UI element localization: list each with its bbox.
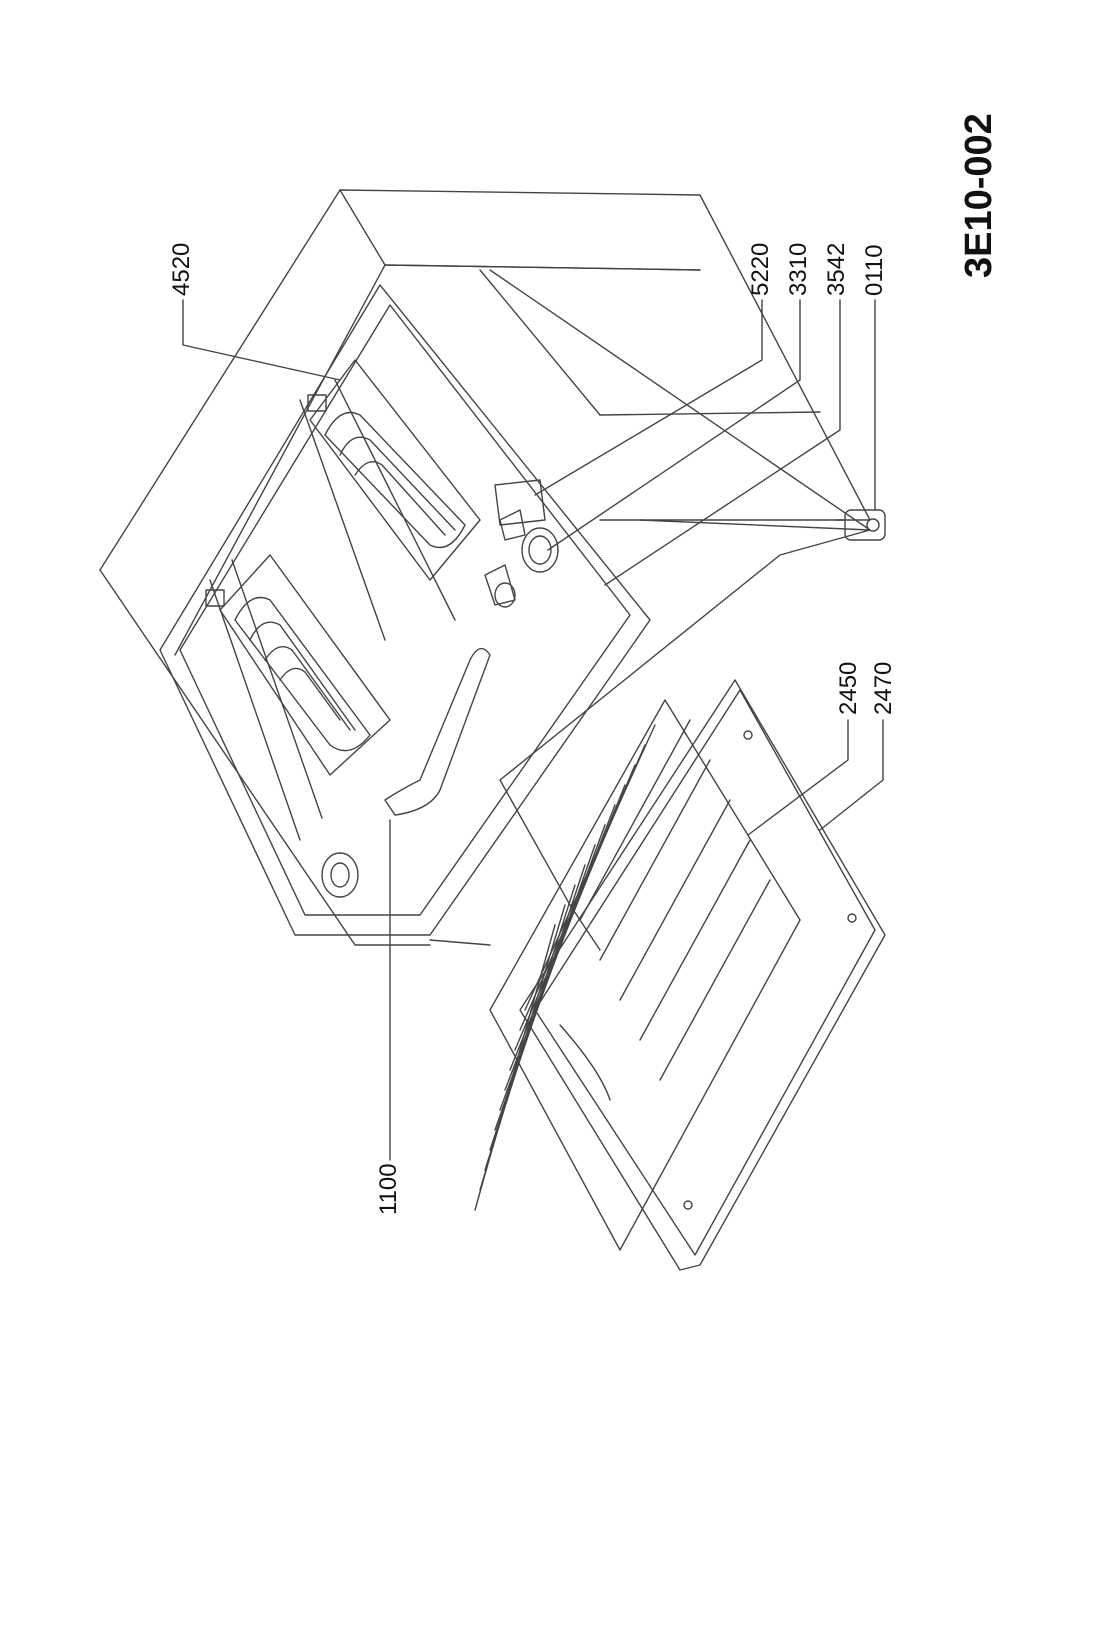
connector-part [835,509,886,541]
oven-body [99,189,871,951]
part-label-4520: 4520 [168,242,195,296]
door-handle [384,647,491,816]
part-label-5220: 5220 [747,242,774,296]
part-label-0110: 0110 [861,244,888,296]
left-knob [321,852,359,898]
drawing-code: 3E10-002 [958,113,1000,278]
timer-assembly [484,479,559,608]
part-label-2450: 2450 [835,661,862,715]
part-label-2470: 2470 [870,661,897,715]
heating-element-upper [205,554,391,841]
crumb-tray [519,679,886,1271]
part-label-3310: 3310 [785,242,812,296]
leader-lines [182,299,884,1161]
part-label-3542: 3542 [823,242,850,296]
heating-element-lower [299,359,481,641]
wire-rack [474,699,801,1251]
part-label-1100: 1100 [375,1163,402,1215]
